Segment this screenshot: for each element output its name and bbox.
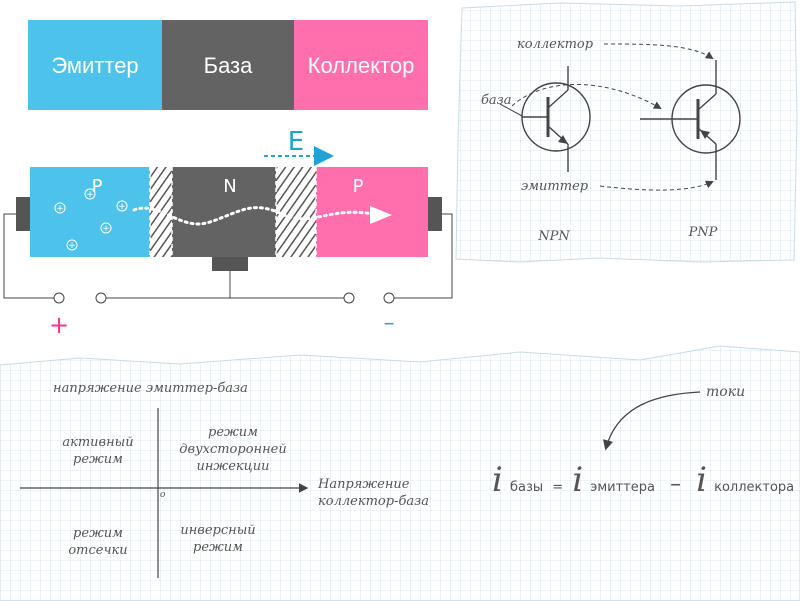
emitter-term-label: эмиттер [521,179,589,194]
cutoff-mode-line1: режим [73,526,123,541]
minus-terminal-sign: – [384,311,395,336]
double-injection-line3: инжекции [197,459,270,474]
currents-label: токи [706,384,745,400]
hole-carriers [54,188,128,251]
emitter-band [28,20,162,110]
cutoff-mode-line2: отсечки [68,543,127,558]
currents-pointer-arrow [603,391,701,451]
current-symbol: i [696,460,707,500]
base-term-label: база [481,93,512,108]
collector-label: Коллектор [308,53,415,78]
p-left-label: P [92,176,103,197]
base-contact [212,257,248,271]
hole-sign: + [68,241,76,251]
active-mode-line1: активный [62,435,133,450]
depletion-left [150,167,172,257]
left-contact [16,197,30,231]
formula-line: i базы = i эмиттера – i коллектора [492,460,794,500]
carrier-flow-path [132,206,374,226]
collector-subscript: коллектора [714,480,794,495]
depletion-right [276,167,316,257]
inverse-mode-line1: инверсный [180,523,255,538]
plus-terminal-sign: + [49,311,69,339]
collector-map-arrow [603,43,714,60]
hole-sign: + [102,224,110,234]
pnp-symbol [640,60,741,180]
external-circuit [3,213,453,304]
current-symbol: i [572,460,583,500]
minus-sign: – [670,472,681,497]
right-contact [428,197,442,231]
npn-label: NPN [537,229,570,244]
n-region [172,167,276,257]
emitter-subscript: эмиттера [590,480,655,495]
junction-device: E P N P + + + + + [3,127,453,339]
p-region-left [30,167,150,257]
double-injection-line1: режим [208,425,258,440]
modes-chart: o напряжение эмиттер-база Напряжение кол… [20,381,429,578]
carrier-flow-arrowhead [370,206,392,224]
x-axis-label-line2: коллектор-база [318,494,429,509]
active-mode-line2: режим [73,452,123,467]
base-band [162,20,294,110]
origin-label: o [160,490,166,500]
transistor-symbols: коллектор база эмиттер NPN PNP [481,37,741,244]
hole-sign: + [86,190,94,200]
x-axis-label-line1: Напряжение [317,477,410,492]
y-axis-label: напряжение эмиттер-база [53,381,248,396]
region-bands: Эмиттер База Коллектор [28,20,428,110]
base-map-arrow [511,84,662,109]
current-symbol: i [492,460,503,500]
equals-sign: = [552,480,563,495]
hole-sign: + [118,202,126,212]
hole-sign: + [56,204,64,214]
graph-paper-top-right [455,1,798,263]
n-label: N [223,176,236,197]
p-right-label: P [353,176,364,197]
base-subscript: базы [510,480,543,495]
emitter-map-arrow [599,180,714,191]
emitter-label: Эмиттер [51,53,138,78]
graph-paper-bottom [0,345,800,601]
base-label: База [204,53,254,78]
pnp-label: PNP [688,225,718,240]
field-label: E [288,127,304,157]
current-formula: токи i базы = i эмиттера – i коллектора [492,384,794,500]
collector-term-label: коллектор [517,37,594,52]
inverse-mode-line2: режим [193,540,243,555]
double-injection-line2: двухсторонней [179,442,286,457]
collector-band [294,20,428,110]
npn-symbol [521,66,591,172]
